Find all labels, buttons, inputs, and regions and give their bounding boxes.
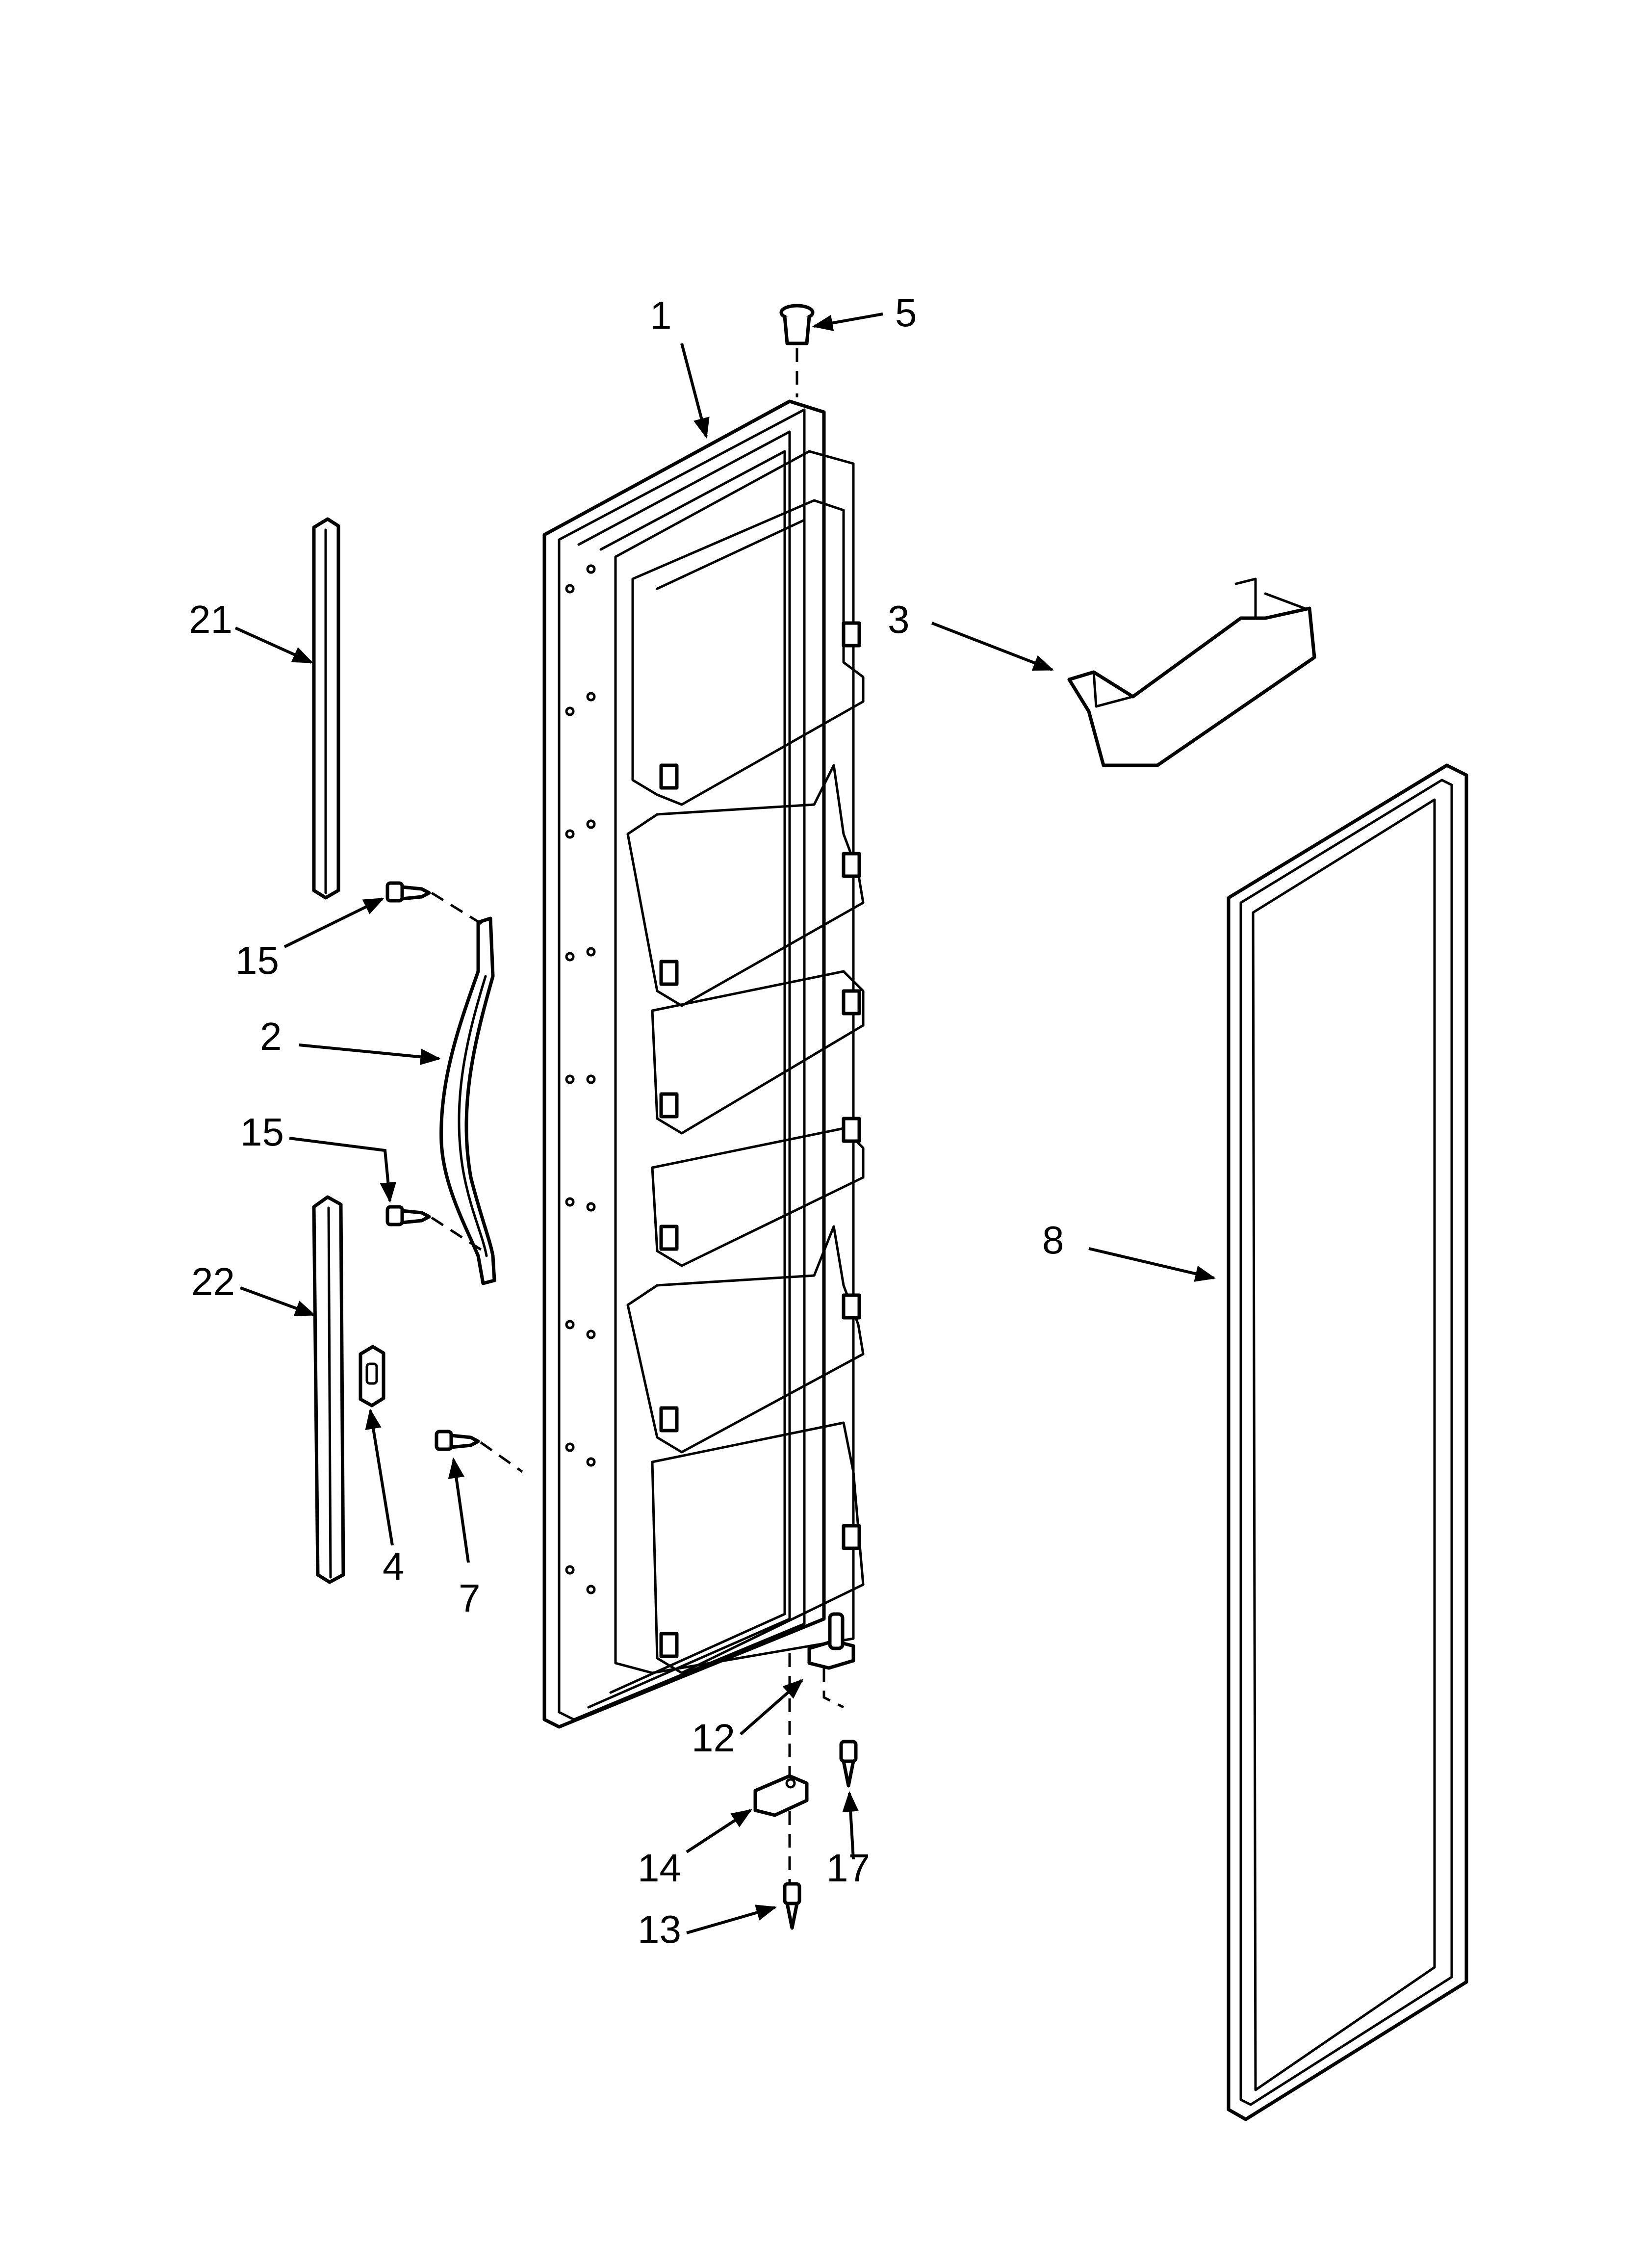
leader-lines — [234, 313, 1216, 1934]
door-closure-cam — [753, 1774, 809, 1817]
hinge-pin — [807, 1612, 855, 1670]
callout-12: 12 — [692, 1716, 735, 1760]
door-gasket — [1227, 763, 1468, 2121]
callout-1: 1 — [650, 293, 672, 337]
handle-clip — [359, 1345, 385, 1408]
callout-22: 22 — [191, 1260, 235, 1303]
callout-14: 14 — [638, 1846, 681, 1890]
trim-strip-upper — [312, 517, 340, 900]
callout-17: 17 — [826, 1846, 870, 1890]
handle — [439, 916, 496, 1285]
callout-7: 7 — [459, 1576, 481, 1620]
callout-15-upper: 15 — [235, 938, 279, 982]
door — [542, 399, 865, 1729]
callout-5: 5 — [895, 291, 917, 335]
screw — [435, 1430, 480, 1451]
callout-8: 8 — [1042, 1218, 1064, 1262]
callout-21: 21 — [189, 598, 232, 641]
callout-2: 2 — [260, 1015, 282, 1058]
callout-15-lower: 15 — [240, 1110, 284, 1154]
handle-screw-lower — [385, 1205, 431, 1226]
handle-screw-upper — [385, 881, 431, 903]
trim-strip-lower — [312, 1195, 345, 1584]
hinge-screw — [783, 1882, 801, 1930]
callout-13: 13 — [638, 1907, 681, 1951]
callout-3: 3 — [888, 598, 910, 641]
hinge-screw-lower — [839, 1740, 858, 1788]
door-shelf-bin — [1067, 577, 1316, 767]
callout-4: 4 — [383, 1544, 405, 1588]
door-plug — [779, 304, 815, 345]
